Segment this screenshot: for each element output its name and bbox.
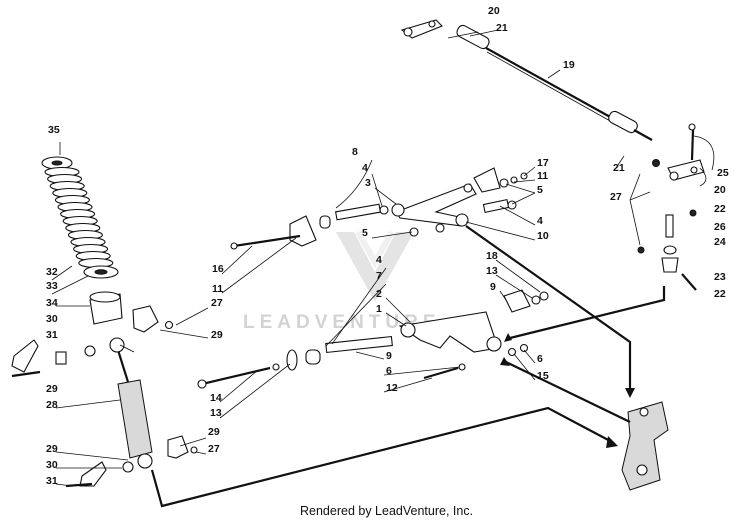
callout-16: 16 [212, 263, 224, 275]
callout-11: 11 [212, 283, 223, 295]
callout-31: 31 [46, 475, 58, 487]
callout-33: 33 [46, 280, 58, 292]
callout-14: 14 [210, 392, 222, 404]
callout-24: 24 [714, 236, 726, 248]
callout-32: 32 [46, 266, 58, 278]
tie-rod-assembly [400, 19, 653, 141]
callout-9: 9 [386, 350, 392, 362]
callout-19: 19 [563, 59, 575, 71]
callout-30: 30 [46, 459, 58, 471]
callout-12: 12 [386, 382, 398, 394]
callout-4: 4 [537, 215, 543, 227]
callout-27: 27 [211, 297, 223, 309]
spindle [621, 401, 669, 491]
callout-27: 27 [208, 443, 220, 455]
callout-13: 13 [486, 265, 498, 277]
callout-11: 11 [537, 170, 548, 182]
callout-27: 27 [610, 191, 622, 203]
part-callouts: 2021193584317115410525212027222624161132… [46, 5, 729, 487]
lower-a-arm [197, 259, 549, 419]
callout-31: 31 [46, 329, 58, 341]
callout-20: 20 [488, 5, 500, 17]
callout-29: 29 [208, 426, 220, 438]
callout-4: 4 [376, 254, 382, 266]
callout-13: 13 [210, 407, 222, 419]
callout-25: 25 [717, 167, 729, 179]
callout-1: 1 [376, 303, 382, 315]
routing-lines [119, 225, 666, 508]
callout-8: 8 [352, 146, 358, 158]
callout-22: 22 [714, 288, 726, 300]
callout-2: 2 [376, 288, 382, 300]
callout-3: 3 [365, 177, 371, 189]
callout-6: 6 [537, 353, 543, 365]
callout-5: 5 [537, 184, 543, 196]
footer-credit: Rendered by LeadVenture, Inc. [300, 504, 474, 518]
callout-4: 4 [362, 162, 368, 174]
callout-29: 29 [211, 329, 223, 341]
callout-21: 21 [613, 162, 625, 174]
watermark: LEADVENTURE [243, 312, 441, 333]
callout-20: 20 [714, 184, 726, 196]
callout-28: 28 [46, 399, 58, 411]
callout-7: 7 [376, 270, 382, 282]
callout-6: 6 [386, 365, 392, 377]
callout-5: 5 [362, 227, 368, 239]
callout-23: 23 [714, 271, 726, 283]
callout-34: 34 [46, 297, 58, 309]
callout-30: 30 [46, 313, 58, 325]
callout-29: 29 [46, 443, 58, 455]
callout-29: 29 [46, 383, 58, 395]
watermark-logo [332, 226, 418, 311]
callout-21: 21 [496, 22, 508, 34]
callout-35: 35 [48, 124, 60, 136]
callout-9: 9 [490, 281, 496, 293]
callout-22: 22 [714, 203, 726, 215]
steering-linkage [615, 123, 715, 291]
spring-shock-assembly [11, 142, 209, 488]
callout-17: 17 [537, 157, 549, 169]
callout-18: 18 [486, 250, 498, 262]
upper-a-arm [221, 159, 536, 294]
callout-15: 15 [537, 370, 549, 382]
callout-26: 26 [714, 221, 726, 233]
callout-10: 10 [537, 230, 549, 242]
